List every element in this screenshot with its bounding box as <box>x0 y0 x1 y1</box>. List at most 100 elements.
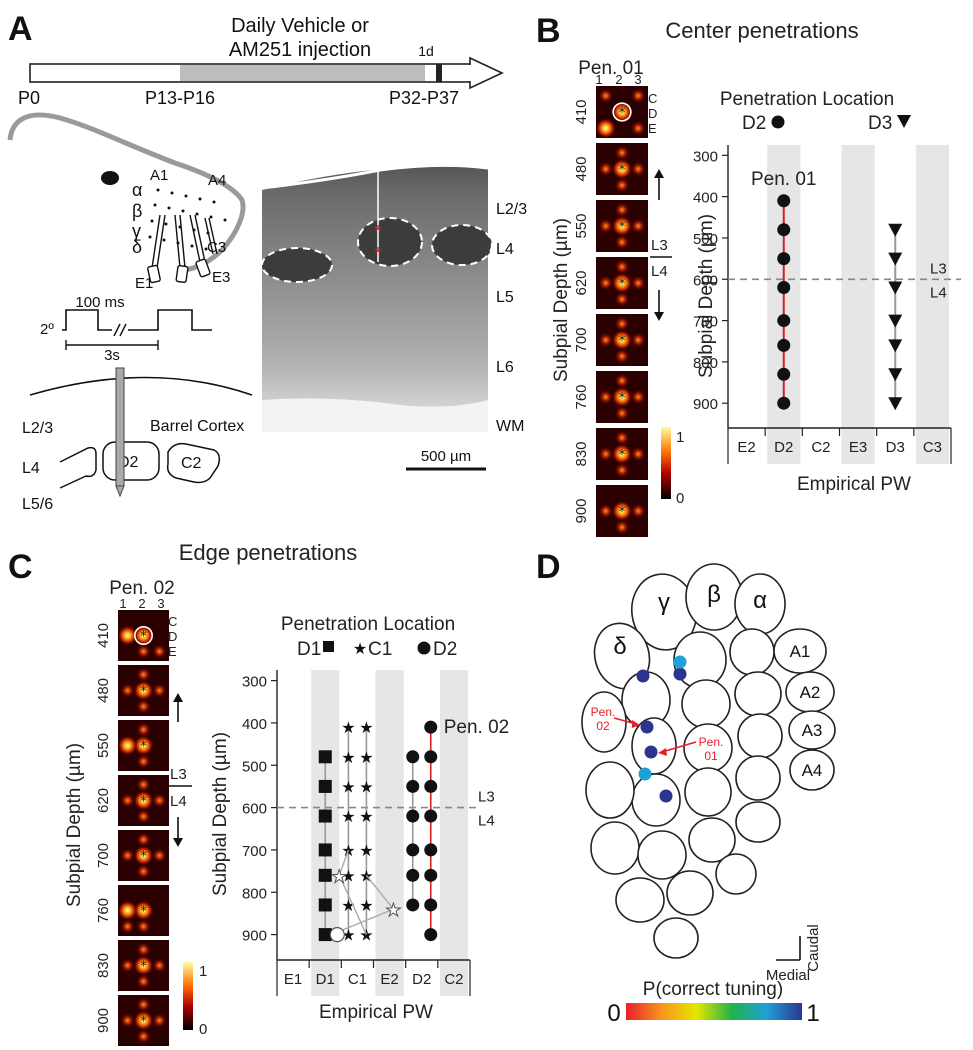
y-tick-label: 400 <box>242 716 267 733</box>
panel-label-c: C <box>8 548 33 586</box>
data-point <box>777 396 791 410</box>
data-point <box>888 281 903 295</box>
pen-01-annotation: Pen. 01 <box>751 169 817 190</box>
panel-b-pen-label: Pen. 01 <box>578 58 644 79</box>
svg-text:L3: L3 <box>651 237 668 254</box>
greek-gamma: γ <box>132 221 141 241</box>
svg-text:480: 480 <box>95 678 112 703</box>
layer-l4-label: L4 <box>22 460 40 477</box>
barrel-c2-label: C2 <box>181 455 202 472</box>
svg-text:D: D <box>168 629 177 644</box>
data-point <box>777 252 791 266</box>
svg-text:700: 700 <box>573 327 590 352</box>
legend-d2: D2 <box>742 113 766 134</box>
svg-text:P(correct tuning): P(correct tuning) <box>643 979 783 1000</box>
heatmap-tile: * <box>595 86 648 139</box>
timeline: Daily Vehicle or AM251 injection 1d P0 P… <box>18 15 504 108</box>
greek-alpha: α <box>132 180 142 200</box>
timeline-injection-period <box>180 65 425 81</box>
svg-text:620: 620 <box>95 788 112 813</box>
panel-b-heatmap-stack: ******** <box>595 86 648 537</box>
svg-text:2: 2 <box>138 596 145 611</box>
panel-c-xlabel: Empirical PW <box>319 1002 433 1023</box>
y-tick-label: 700 <box>242 843 267 860</box>
svg-text:*: * <box>619 391 626 406</box>
panel-c-title: Edge penetrations <box>179 540 358 565</box>
legend-circle-marker-c <box>417 641 431 655</box>
svg-text:550: 550 <box>573 213 590 238</box>
svg-text:α: α <box>753 587 767 614</box>
data-point <box>406 809 420 823</box>
data-point <box>406 779 420 793</box>
data-point <box>888 223 903 237</box>
svg-text:02: 02 <box>596 719 610 733</box>
panel-b-grid-cols: 1 2 3 <box>595 72 641 87</box>
x-tick-label: D3 <box>886 439 905 456</box>
y-tick-label: 900 <box>693 396 718 413</box>
x-tick-label: C2 <box>811 439 830 456</box>
svg-text:β: β <box>707 581 721 608</box>
layer-l23-label: L2/3 <box>22 420 53 437</box>
y-tick-label: 400 <box>693 190 718 207</box>
svg-text:L4: L4 <box>651 263 668 280</box>
panel-b-plot-ylabel: Subpial Depth (µm) <box>696 214 717 378</box>
data-point <box>318 750 332 764</box>
data-point <box>777 338 791 352</box>
panel-c-depth-labels: 410 480 550 620 700 760 830 900 <box>95 623 112 1033</box>
legend-square-marker <box>323 641 334 652</box>
svg-text:*: * <box>140 1015 147 1030</box>
panel-c-plot-ylabel: Subpial Depth (µm) <box>210 732 231 896</box>
data-point <box>888 339 903 353</box>
site-dot <box>636 669 650 683</box>
svg-text:δ: δ <box>613 633 626 660</box>
whisker-e1-label: E1 <box>135 275 153 292</box>
svg-text:*: * <box>619 334 626 349</box>
data-point <box>777 194 791 208</box>
layer-l56-label: L5/6 <box>22 496 53 513</box>
panel-c: C Edge penetrations Pen. 02 1 2 3 C D E … <box>8 540 509 1046</box>
svg-text:830: 830 <box>573 441 590 466</box>
site-dot <box>644 745 658 759</box>
panel-c-colorbar: 1 0 <box>183 962 207 1038</box>
x-tick-label: D2 <box>412 971 431 988</box>
svg-text:760: 760 <box>573 384 590 409</box>
heatmap-tile: * <box>596 143 648 195</box>
svg-text:Pen.: Pen. <box>591 705 616 719</box>
panel-c-grid-cols: 1 2 3 <box>119 596 164 611</box>
svg-text:0: 0 <box>676 490 684 507</box>
stim-duration-label: 100 ms <box>75 294 124 311</box>
data-point: ★ <box>359 841 373 860</box>
histo-l6-label: L6 <box>496 359 514 376</box>
whisker-e3-label: E3 <box>212 269 230 286</box>
data-point: ★ <box>359 807 373 826</box>
svg-text:*: * <box>619 505 626 520</box>
data-point <box>424 720 438 734</box>
data-point: ★ <box>359 748 373 767</box>
svg-text:*: * <box>140 960 147 975</box>
svg-text:3: 3 <box>157 596 164 611</box>
greek-beta: β <box>132 201 142 221</box>
svg-text:900: 900 <box>95 1008 112 1033</box>
data-point: ★ <box>341 777 355 796</box>
rat-head-outline <box>7 112 246 273</box>
svg-text:0: 0 <box>199 1021 207 1038</box>
data-point: ★ <box>359 718 373 737</box>
stim-amplitude-label: 2º <box>40 321 54 338</box>
whisker-stimulators <box>147 214 218 284</box>
svg-text:01: 01 <box>704 749 718 763</box>
timeline-p0: P0 <box>18 88 40 108</box>
data-point <box>318 928 332 942</box>
shaded-column <box>841 145 875 464</box>
svg-text:*: * <box>619 220 626 235</box>
data-point <box>777 281 791 295</box>
timeline-title-line2: AM251 injection <box>229 39 371 61</box>
svg-text:γ: γ <box>658 589 670 616</box>
y-tick-label: 600 <box>693 272 718 289</box>
svg-text:1: 1 <box>199 963 207 980</box>
svg-text:*: * <box>140 795 147 810</box>
data-point <box>406 750 420 764</box>
y-tick-label: 800 <box>693 355 718 372</box>
histo-l23-label: L2/3 <box>496 201 527 218</box>
svg-text:D: D <box>648 106 657 121</box>
